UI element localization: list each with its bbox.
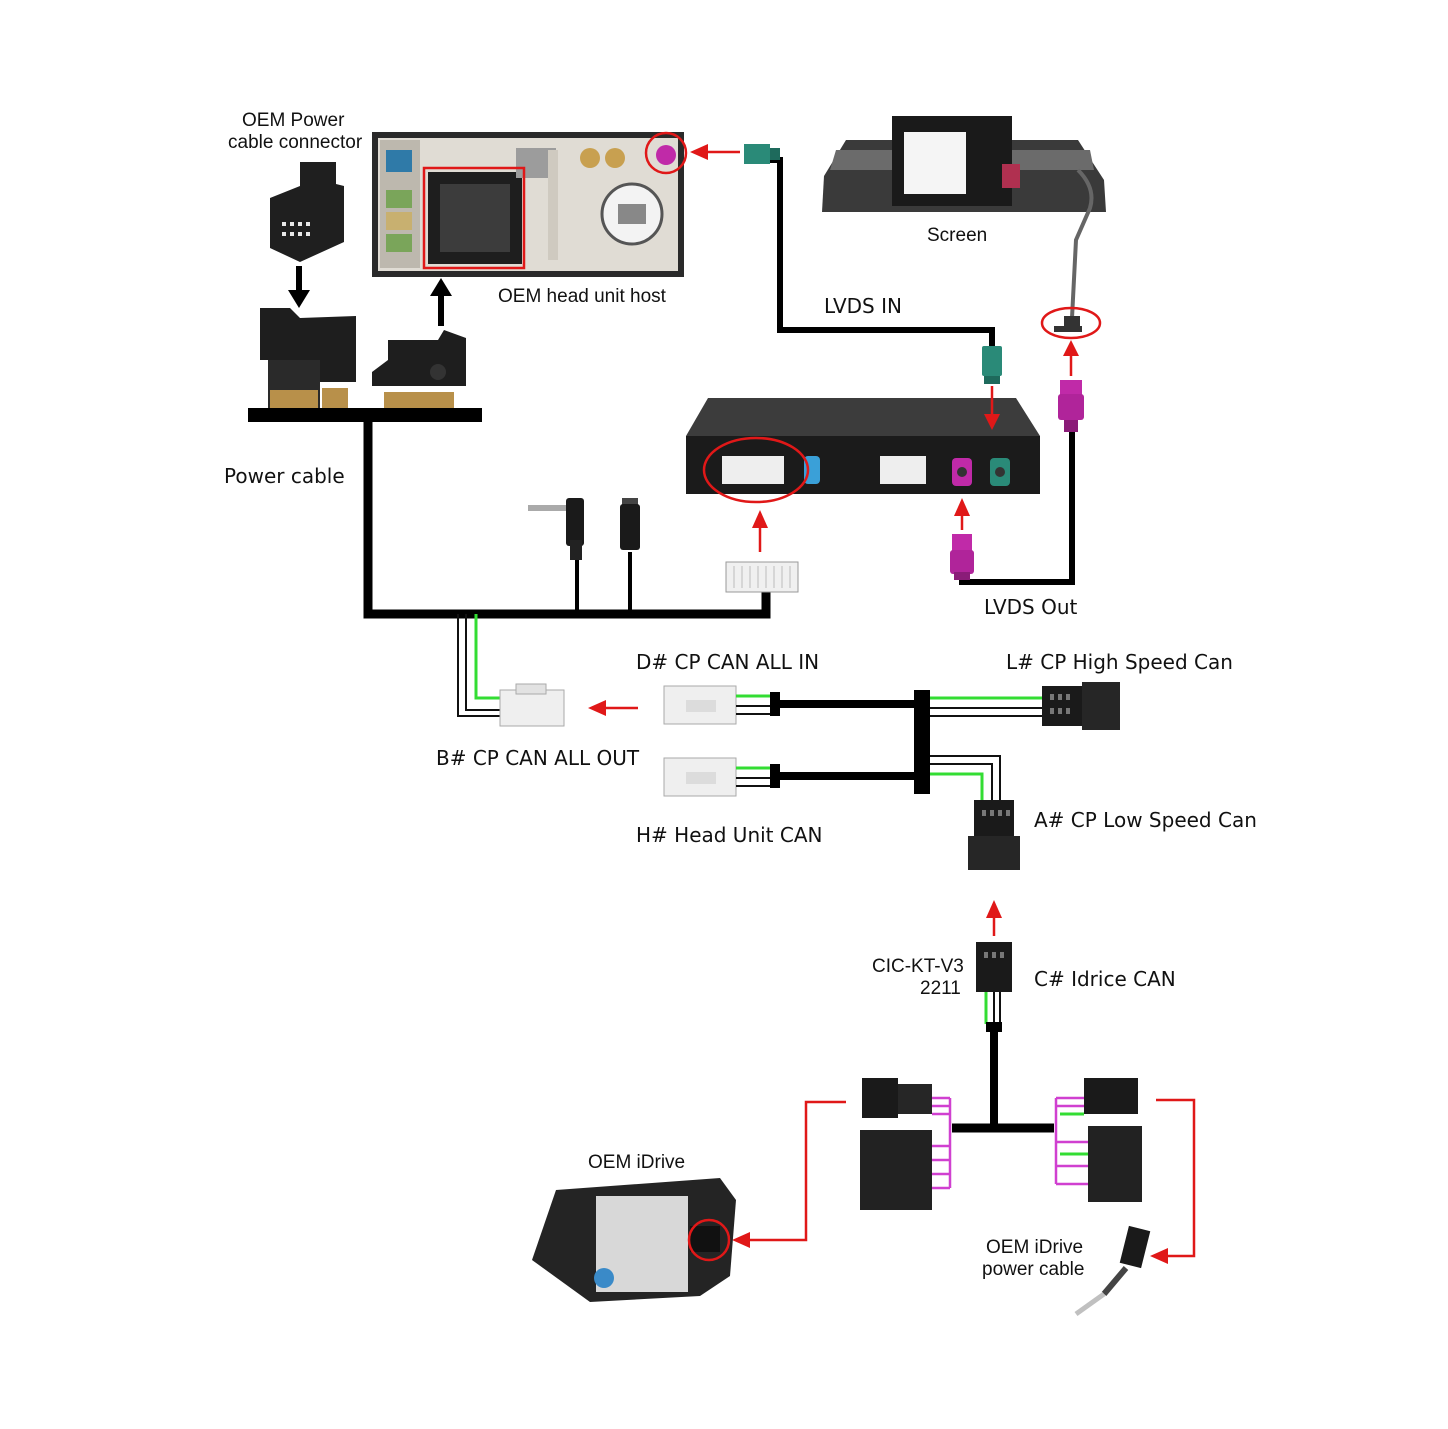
l-high-speed-label: L# CP High Speed Can xyxy=(1006,650,1233,674)
oem-idrive-unit xyxy=(532,1178,736,1302)
h-head-unit-can-wires xyxy=(736,764,780,788)
fakra-green-connector-top xyxy=(744,144,780,164)
oem-idrive-port-highlight xyxy=(687,1218,731,1262)
red-arrow-to-box-lvds xyxy=(984,386,1000,430)
power-connector-highlight xyxy=(422,166,526,270)
screen-label: Screen xyxy=(927,225,987,246)
oem-power-label-line2: cable connector xyxy=(228,132,363,153)
b-can-out-wires xyxy=(457,614,502,717)
c-idrive-can-wires xyxy=(984,992,1002,1032)
h-head-unit-can-connector xyxy=(663,757,737,797)
b-can-out-label: B# CP CAN ALL OUT xyxy=(436,746,640,770)
oem-idrive-power-label-line2: power cable xyxy=(982,1259,1084,1280)
power-harness-connector-right xyxy=(372,330,466,408)
c-idrive-can-connector xyxy=(976,942,1012,992)
oem-idrive-power-cable xyxy=(1074,1225,1151,1317)
black-arrow-up xyxy=(430,278,452,326)
lvds-out-label: LVDS Out xyxy=(984,595,1077,619)
screen-lvds-socket xyxy=(1054,316,1082,332)
red-arrow-to-box-lvds-out xyxy=(954,498,970,530)
oem-power-connector xyxy=(270,162,344,262)
idrive-harness-left xyxy=(860,1078,952,1210)
screen-socket-highlight xyxy=(1040,306,1102,340)
head-unit-label: OEM head unit host xyxy=(498,286,667,307)
lvds-in-label: LVDS IN xyxy=(824,294,902,318)
lvds-port-highlight xyxy=(644,131,688,175)
red-arrow-to-a-can xyxy=(986,900,1002,936)
interface-box xyxy=(686,398,1040,494)
oem-idrive-power-label-line1: OEM iDrive xyxy=(986,1237,1083,1258)
power-harness-connector-left xyxy=(260,308,356,408)
red-arrow-to-head-unit xyxy=(690,144,740,160)
a-low-speed-label: A# CP Low Speed Can xyxy=(1034,808,1257,832)
idrive-t-harness xyxy=(952,1030,1054,1133)
c-idrive-can-label: C# Idrice CAN xyxy=(1034,967,1176,991)
screen-cable xyxy=(1070,168,1094,319)
cic-model-line1: CIC-KT-V3 xyxy=(872,956,964,977)
d-can-in-label: D# CP CAN ALL IN xyxy=(636,650,819,674)
d-can-in-wires xyxy=(736,692,780,716)
screen-unit xyxy=(822,116,1106,212)
can-black-trunk xyxy=(780,690,930,794)
main-power-wiring xyxy=(363,417,771,619)
idrive-harness-right xyxy=(1054,1078,1142,1202)
oem-idrive-label: OEM iDrive xyxy=(588,1152,685,1173)
black-arrow-down xyxy=(288,266,310,308)
red-arrow-to-box-main xyxy=(752,510,768,552)
oem-head-unit xyxy=(372,132,684,277)
b-can-out-connector xyxy=(499,683,565,727)
red-arrow-to-b-can xyxy=(588,700,638,716)
h-head-unit-can-label: H# Head Unit CAN xyxy=(636,823,822,847)
l-high-speed-wires xyxy=(930,696,1044,717)
a-low-speed-wires xyxy=(930,755,1001,802)
oem-power-label-line1: OEM Power xyxy=(242,110,345,131)
interface-main-port-highlight xyxy=(702,436,810,504)
red-line-to-idrive xyxy=(732,1100,846,1248)
a-low-speed-connector xyxy=(968,800,1020,870)
red-line-to-idrive-power xyxy=(1150,1098,1196,1264)
white-multipin-plug xyxy=(725,561,799,593)
power-harness-bar xyxy=(248,408,482,422)
power-cable-label: Power cable xyxy=(224,464,345,488)
l-high-speed-connector xyxy=(1042,682,1120,730)
fakra-pink-connector-box xyxy=(950,534,974,580)
fakra-pink-connector-screen xyxy=(1058,380,1084,432)
fakra-green-connector-box xyxy=(982,346,1002,384)
audio-jack-female xyxy=(620,498,640,550)
audio-jack-male xyxy=(528,498,584,560)
red-arrow-to-screen xyxy=(1063,340,1079,376)
d-can-in-connector xyxy=(663,685,737,725)
cic-model-line2: 2211 xyxy=(920,978,961,999)
